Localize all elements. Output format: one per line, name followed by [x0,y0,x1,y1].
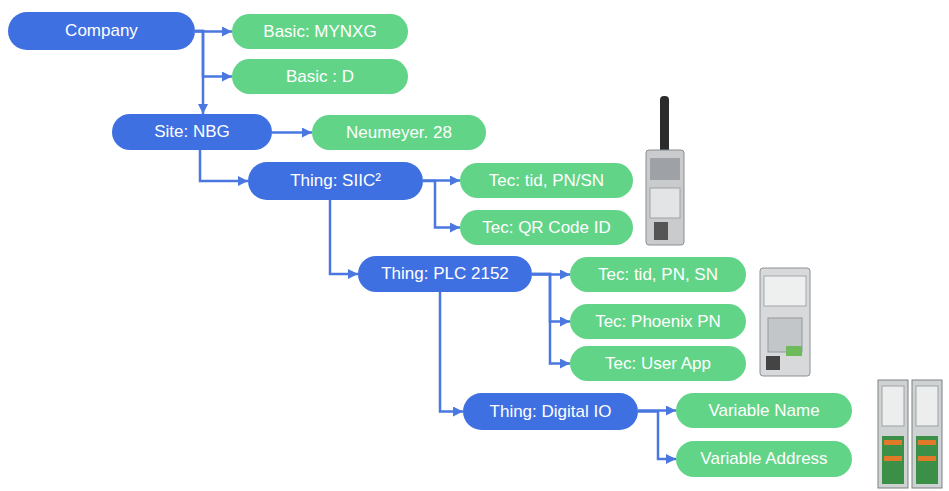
entity-pill: Company [8,12,195,50]
node-label: Variable Name [708,401,819,421]
housing [760,268,810,376]
node-label: Tec: tid, PN/SN [489,171,604,191]
io-modules [878,380,942,488]
label [786,346,802,356]
plc-device [760,268,810,376]
panel [764,276,806,306]
connector [654,222,668,240]
terminals [882,436,904,484]
panel [650,188,680,218]
connector-arrow [532,274,570,364]
connector-arrow [200,150,248,181]
attribute-pill: Neumeyer. 28 [312,115,486,150]
node-label: Site: NBG [154,122,230,142]
node-label: Variable Address [700,449,827,469]
node-label: Tec: tid, PN, SN [598,265,718,285]
node-label: Thing: PLC 2152 [381,264,509,284]
entity-pill: Site: NBG [112,114,272,150]
node-label: Basic : D [286,67,354,87]
attribute-pill: Basic: MYNXG [232,14,408,49]
terminal [884,456,902,461]
attribute-pill: Tec: tid, PN/SN [460,163,633,198]
node-label: Neumeyer. 28 [346,123,452,143]
attribute-pill: Tec: QR Code ID [460,210,633,245]
connector-arrow [195,31,203,114]
siic-device [646,96,684,245]
connector-arrow [638,412,676,460]
terminal [884,440,902,445]
terminal [918,440,936,445]
node-label: Thing: Digital IO [490,402,612,422]
panel [650,158,680,180]
attribute-pill: Tec: User App [570,346,746,381]
io-module [912,380,942,488]
node-label: Thing: SIIC² [290,171,381,191]
node-label: Basic: MYNXG [263,22,376,42]
connector [766,356,780,370]
attribute-pill: Tec: tid, PN, SN [570,257,746,292]
panel [882,386,904,426]
entity-pill: Thing: Digital IO [463,393,638,430]
connector-arrow [423,181,460,228]
node-label: Tec: Phoenix PN [595,312,721,332]
terminals [916,436,938,484]
connector-arrow [440,292,463,412]
terminal [918,456,936,461]
connector-arrow [195,31,232,77]
node-label: Tec: QR Code ID [482,218,611,238]
connector-arrow [272,131,312,134]
attribute-pill: Variable Name [676,393,852,428]
connector-arrow [330,200,358,274]
attribute-pill: Tec: Phoenix PN [570,304,746,339]
entity-pill: Thing: PLC 2152 [358,256,532,292]
housing [646,150,684,245]
attribute-pill: Basic : D [232,59,408,94]
node-label: Tec: User App [605,354,711,374]
entity-pill: Thing: SIIC² [248,162,423,200]
panel [916,386,938,426]
antenna [660,96,669,158]
attribute-pill: Variable Address [676,441,852,477]
node-label: Company [65,21,138,41]
io-module [878,380,908,488]
